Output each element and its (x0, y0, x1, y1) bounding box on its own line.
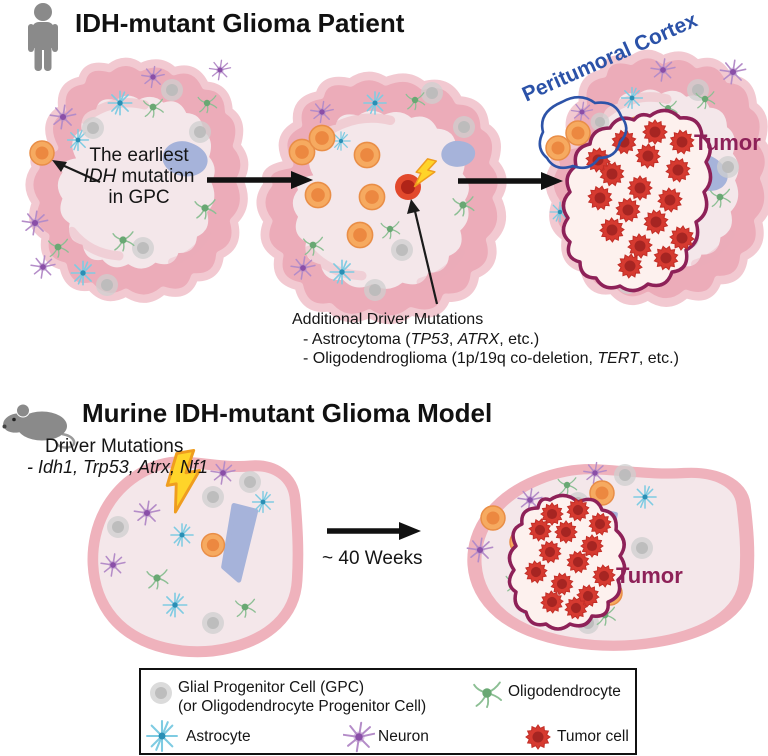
murine-tumor-label: Tumor (616, 563, 683, 588)
astrocytoma-bullet: - Astrocytoma (TP53, ATRX, etc.) (303, 330, 540, 348)
legend-box: Glial Progenitor Cell (GPC) (or Oligoden… (139, 668, 637, 755)
legend-tumor-cell-label: Tumor cell (557, 728, 629, 745)
murine-brain-initial (93, 448, 298, 652)
progression-arrow-2 (458, 172, 563, 190)
driver-mutation-cell (395, 174, 421, 200)
astrocyte-icon (146, 720, 178, 752)
patient-tumor-label: Tumor (694, 130, 761, 155)
oligodendroglioma-bullet: - Oligodendroglioma (1p/19q co-deletion,… (303, 350, 679, 367)
patient-brain-tumor (538, 54, 768, 303)
legend-astrocyte-label: Astrocyte (186, 728, 251, 745)
peritumoral-cortex-outline (538, 95, 628, 170)
additional-annotation-arrow (407, 199, 439, 305)
earliest-mutation-annotation: The earliest IDH mutation in GPC (70, 145, 208, 208)
additional-driver-mutations: Additional Driver Mutations - Astrocytom… (292, 310, 679, 369)
murine-mouse-icon (2, 403, 76, 449)
patient-person-icon (28, 3, 58, 71)
patient-brain-expansion (261, 76, 502, 320)
patient-tumor-mass (561, 108, 713, 293)
murine-time-arrow (327, 522, 421, 540)
earliest-gene: IDH (83, 166, 117, 187)
additional-title: Additional Driver Mutations (292, 311, 484, 328)
tumor-cell-icon (525, 724, 551, 750)
murine-section-title: Murine IDH-mutant Glioma Model (82, 398, 493, 428)
patient-section-title: IDH-mutant Glioma Patient (75, 8, 405, 38)
neuron-icon (343, 721, 375, 753)
murine-brain-tumor (466, 461, 747, 646)
murine-tumor-mass (507, 493, 627, 631)
legend-oligodendrocyte-label: Oligodendrocyte (508, 683, 621, 700)
duration-label: ~ 40 Weeks (322, 548, 423, 569)
legend-gpc-label: Glial Progenitor Cell (GPC) (or Oligoden… (178, 679, 427, 715)
murine-driver-genes: - Idh1, Trp53, Atrx, Nf1 (27, 457, 209, 477)
progression-arrow-1 (207, 171, 313, 189)
oligodendrocyte-icon (473, 681, 503, 708)
gpc-icon (150, 682, 172, 704)
murine-driver-title: Driver Mutations (45, 436, 184, 457)
earliest-line3: in GPC (108, 187, 170, 208)
earliest-line1: The earliest (89, 145, 189, 166)
earliest-idh-mutant-cell (29, 140, 55, 166)
earliest-line2-rest: mutation (116, 166, 195, 187)
legend-neuron-label: Neuron (378, 728, 429, 745)
murine-mutant-cell (200, 532, 226, 558)
earliest-annotation-arrow (52, 160, 101, 184)
